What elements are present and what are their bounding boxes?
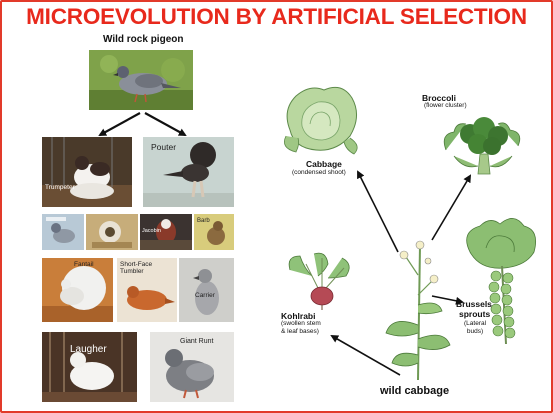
pouter-photo: Pouter [143,137,234,207]
small-pigeon-photo-1 [42,214,84,250]
laugher-photo: Laugher [42,332,137,402]
laugher-label: Laugher [70,344,107,355]
kohlrabi-sub-line1: (swollen stem [281,320,321,327]
small-pigeon-photo-2 [86,214,138,250]
fantail-photo: Fantail [42,258,113,322]
wild-cabbage-illustration [385,240,451,381]
cabbage-label: Cabbage [306,159,342,169]
kohlrabi-label: Kohlrabi [281,311,316,321]
kohlrabi-illustration [288,252,350,310]
brussels-label-line2: sprouts [459,309,491,319]
page-title: MICROEVOLUTION BY ARTIFICIAL SELECTION [26,4,527,29]
brussels-sub-line2: buds) [466,327,484,335]
fantail-label: Fantail [74,261,94,268]
carrier-photo: Carrier [179,258,234,322]
carrier-label: Carrier [195,292,215,299]
trumpeter-photo: Trumpeter [42,137,132,207]
giant-runt-label: Giant Runt [180,338,214,345]
cabbage-sublabel: (condensed shoot) [292,169,346,176]
giant-runt-photo: Giant Runt [150,332,234,402]
tumbler-line: Tumbler [120,268,144,275]
barb-photo: Barb [194,214,234,250]
wild-cabbage-label: wild cabbage [380,385,450,397]
barb-label: Barb [197,218,210,224]
trumpeter-label: Trumpeter [45,184,75,191]
short-face-line: Short-Face [120,261,153,268]
brussels-label-line1: Brussels [456,299,492,309]
cabbage-illustration [283,86,358,155]
jacobin-photo: Jacobin [140,214,192,250]
broccoli-sublabel: (flower cluster) [424,102,467,109]
wild-rock-pigeon-photo [89,50,193,110]
brussels-sub-line1: (Lateral [464,320,487,327]
jacobin-label: Jacobin [142,228,161,234]
pouter-label: Pouter [151,142,177,152]
wild-rock-pigeon-label: Wild rock pigeon [103,34,184,45]
broccoli-illustration [443,117,521,175]
kohlrabi-sublabel: (swollen stem& leaf bases) [281,320,321,335]
broccoli-label: Broccoli [422,93,457,103]
kohlrabi-sub-line2: & leaf bases) [281,327,319,335]
